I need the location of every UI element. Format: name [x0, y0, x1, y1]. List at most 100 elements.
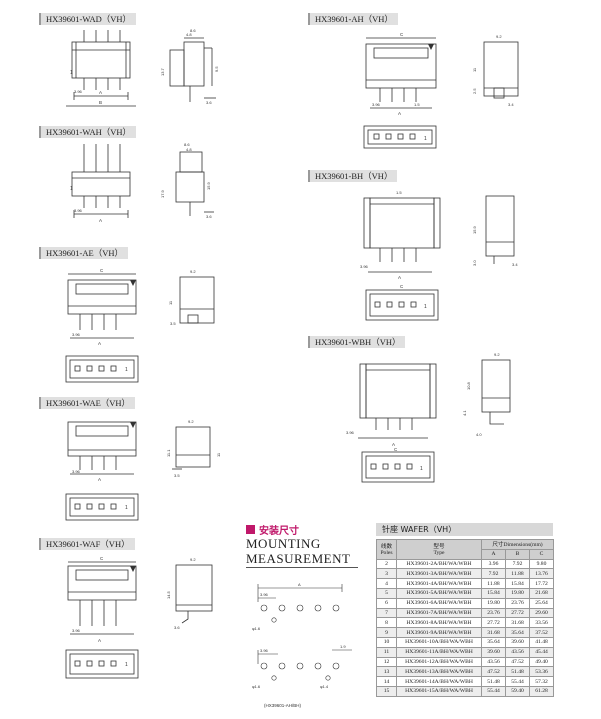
- table-cell-poles: 2: [376, 558, 397, 570]
- dim-depth: 9.2: [190, 269, 196, 274]
- table-cell-type: HX39601-15A/BH/WA/WBH: [396, 685, 482, 697]
- table-cell-a: 47.52: [481, 666, 506, 678]
- ah-front-view: C 3.96 1.5 A 1: [363, 32, 437, 149]
- table-cell-a: 3.96: [481, 558, 506, 570]
- dim-width-top: 4.8: [186, 32, 192, 37]
- table-cell-b: 11.88: [505, 568, 530, 580]
- table-cell-b: 15.84: [505, 578, 530, 589]
- section-label-wad: HX39601-WAD（VH）: [39, 13, 136, 25]
- dim-peg: 2.5: [472, 88, 477, 94]
- pin1-marker: 1: [70, 186, 73, 192]
- wbh-side-view: 9.2 10.8 4.1 4.0: [462, 352, 511, 437]
- dim-width-top: 4.8: [186, 147, 192, 152]
- waf-front-view: C 3.96 A 1: [65, 556, 139, 679]
- section-bullet-icon: [246, 524, 255, 534]
- header-c: C: [528, 548, 555, 560]
- table-cell-type: HX39601-13A/BH/WA/WBH: [396, 666, 482, 678]
- table-cell-c: 57.32: [528, 676, 555, 687]
- dim-pitch: 3.96: [72, 332, 81, 337]
- table-cell-b: 31.68: [505, 617, 530, 629]
- table-cell-poles: 11: [376, 646, 397, 658]
- table-cell-poles: 5: [376, 587, 397, 599]
- mounting-heading: 安装尺寸: [246, 523, 299, 537]
- dim-c: C: [400, 32, 404, 37]
- section-label-wah: HX39601-WAH（VH）: [39, 126, 136, 138]
- table-cell-poles: 9: [376, 627, 397, 638]
- table-cell-c: 17.72: [528, 578, 555, 589]
- pin1-marker: 1: [70, 70, 73, 76]
- ah-side-view: 9.2 11 2.5 3.4: [472, 34, 519, 107]
- dim-height: 11: [168, 300, 173, 305]
- wbh-front-view: 3.96 A C 1: [346, 363, 437, 483]
- dim-bottom: 3.6: [206, 214, 212, 219]
- wah-side-view: 8.6 4.8 17.9 15.9 3.6: [160, 142, 214, 219]
- dim-pitch: 3.96: [72, 469, 81, 474]
- dim-a: A: [98, 341, 101, 346]
- table-cell-b: 35.64: [505, 627, 530, 638]
- table-cell-type: HX39601-9A/BH/WA/WBH: [396, 627, 482, 638]
- wae-side-view: 9.2 11 11.1 3.5: [166, 419, 221, 478]
- mounting-caption: (HX39601-AH/BH): [264, 703, 302, 708]
- waf-side-view: 9.2 14.5 3.6: [166, 557, 213, 630]
- dim-a: A: [392, 442, 395, 447]
- pin1-marker: 1: [125, 505, 128, 511]
- table-cell-poles: 3: [376, 568, 397, 580]
- dim-pitch: 3.96: [372, 102, 381, 107]
- dim-height-alt: 11.1: [166, 449, 171, 457]
- table-cell-type: HX39601-2A/BH/WA/WBH: [396, 558, 482, 570]
- section-label-bh: HX39601-BH（VH）: [308, 170, 398, 182]
- table-cell-poles: 10: [376, 636, 397, 648]
- table-cell-type: HX39601-12A/BH/WA/WBH: [396, 656, 482, 668]
- ae-front-view: C 3.96 A 1: [65, 268, 139, 383]
- section-label-ae: HX39601-AE（VH）: [39, 247, 128, 259]
- dim-height: 15.9: [472, 225, 477, 234]
- table-cell-a: 27.72: [481, 617, 506, 629]
- dim-height: 17.9: [160, 189, 165, 198]
- table-cell-poles: 13: [376, 666, 397, 678]
- dim-b: B: [99, 100, 102, 105]
- hole-diameter: φ1.6: [252, 684, 261, 689]
- table-cell-c: 21.68: [528, 587, 555, 599]
- wad-front-view: 1 3.96 A B: [66, 30, 136, 107]
- table-cell-c: 45.44: [528, 646, 555, 658]
- dim-offset: 1.9: [340, 644, 346, 649]
- mounting-divider: [246, 567, 358, 568]
- header-poles: 线数 Poles: [376, 539, 397, 560]
- header-b: B: [505, 548, 530, 560]
- table-cell-poles: 4: [376, 578, 397, 589]
- header-poles-en: Poles: [380, 550, 393, 557]
- table-cell-b: 19.80: [505, 587, 530, 599]
- dim-pitch: 3.96: [260, 648, 269, 653]
- table-cell-b: 47.52: [505, 656, 530, 668]
- mounting-caption-svg: (HX39601-AH/BH): [264, 703, 302, 708]
- table-cell-c: 25.64: [528, 597, 555, 609]
- table-cell-c: 61.28: [528, 685, 555, 697]
- table-cell-poles: 14: [376, 676, 397, 687]
- table-cell-poles: 8: [376, 617, 397, 629]
- table-cell-b: 51.48: [505, 666, 530, 678]
- mounting-drawing-bh: 3.96 1.9 φ1.6 φ1.4: [252, 644, 352, 689]
- table-cell-poles: 15: [376, 685, 397, 697]
- pin1-marker: 1: [125, 367, 128, 373]
- wafer-dimensions-table: 线数 Poles 型号 Type 尺寸Dimensions(mm) A B C …: [376, 539, 555, 697]
- dim-c: C: [100, 268, 104, 273]
- dim-depth: 9.2: [494, 352, 500, 357]
- table-cell-poles: 7: [376, 607, 397, 619]
- dim-bottom: 3.4: [508, 102, 514, 107]
- section-label-waf: HX39601-WAF（VH）: [39, 538, 135, 550]
- dim-c: C: [400, 284, 404, 289]
- table-cell-b: 55.44: [505, 676, 530, 687]
- dim-bottom: 3.4: [512, 262, 518, 267]
- dim-pitch: 3.96: [72, 628, 81, 633]
- table-cell-c: 29.60: [528, 607, 555, 619]
- pin1-marker: 1: [125, 662, 128, 668]
